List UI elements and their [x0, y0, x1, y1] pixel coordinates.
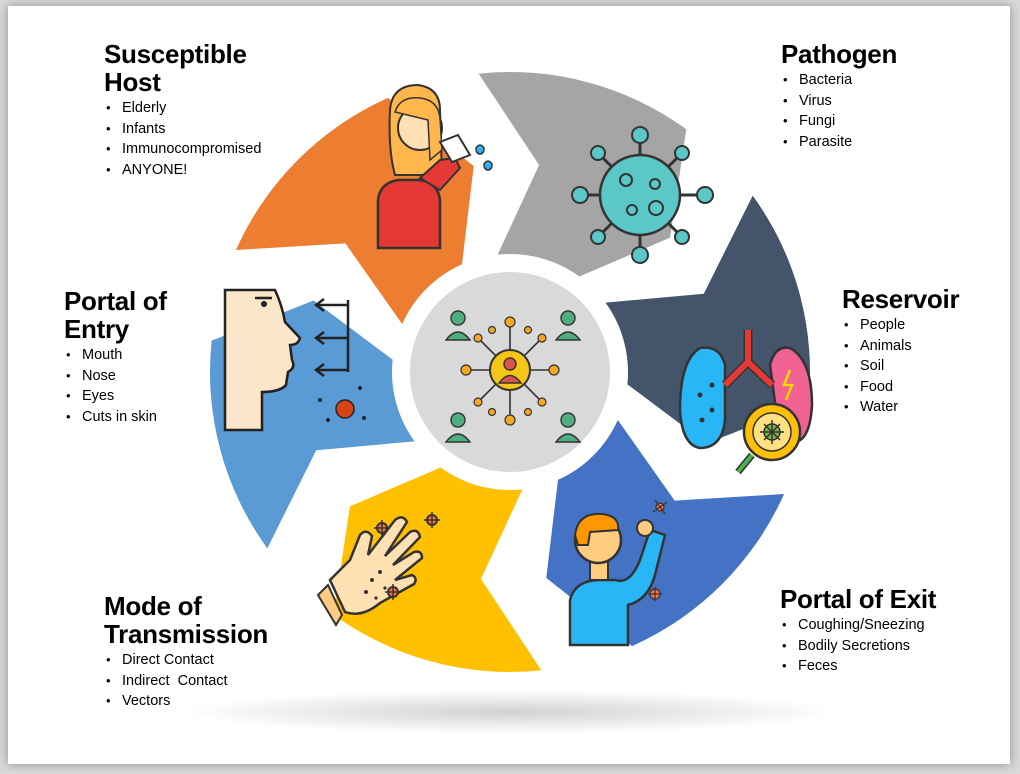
- portal-of-exit-block: Portal of Exit Coughing/Sneezing Bodily …: [780, 585, 936, 677]
- portal-of-exit-list: Coughing/Sneezing Bodily Secretions Fece…: [780, 615, 936, 677]
- reservoir-segment: [605, 195, 810, 444]
- list-item: Mouth: [64, 345, 167, 366]
- susceptible-host-title-line1: Susceptible: [104, 39, 247, 69]
- mode-of-transmission-segment: [333, 467, 542, 673]
- portal-of-entry-title: Portal of Entry: [64, 287, 167, 343]
- reservoir-list: People Animals Soil Food Water: [842, 315, 959, 418]
- list-item: Parasite: [781, 132, 897, 153]
- list-item: Virus: [781, 91, 897, 112]
- list-item: Vectors: [104, 691, 268, 712]
- list-item: Infants: [104, 119, 261, 140]
- pathogen-title: Pathogen: [781, 39, 898, 69]
- susceptible-host-block: Susceptible Host Elderly Infants Immunoc…: [104, 40, 261, 180]
- lungs-magnifier-virus-icon: [678, 330, 814, 475]
- virus-icon: [571, 126, 714, 264]
- list-item: Water: [842, 397, 959, 418]
- list-item: Bodily Secretions: [780, 636, 936, 657]
- mode-of-transmission-title-line2: Transmission: [104, 619, 269, 649]
- reservoir-block: Reservoir People Animals Soil Food Water: [842, 284, 960, 418]
- list-item: Cuts in skin: [64, 407, 167, 428]
- list-item: Animals: [842, 336, 959, 357]
- list-item: Fungi: [781, 111, 897, 132]
- list-item: Nose: [64, 366, 167, 387]
- reservoir-title: Reservoir: [842, 284, 960, 314]
- list-item: Coughing/Sneezing: [780, 615, 936, 636]
- susceptible-host-title-line2: Host: [104, 67, 161, 97]
- contaminated-hand-icon: [316, 512, 440, 627]
- list-item: People: [842, 315, 959, 336]
- mode-of-transmission-title: Mode of Transmission: [104, 592, 268, 648]
- list-item: Elderly: [104, 98, 261, 119]
- list-item: Soil: [842, 356, 959, 377]
- portal-of-entry-list: Mouth Nose Eyes Cuts in skin: [64, 345, 167, 427]
- list-item: Direct Contact: [104, 650, 268, 671]
- face-profile-entry-icon: [223, 288, 366, 432]
- floor-shadow: [180, 690, 840, 734]
- mode-of-transmission-block: Mode of Transmission Direct Contact Indi…: [104, 592, 268, 712]
- list-item: ANYONE!: [104, 160, 261, 181]
- susceptible-host-title: Susceptible Host: [104, 40, 261, 96]
- mode-of-transmission-title-line1: Mode of: [104, 591, 202, 621]
- person-coughing-icon: [568, 499, 668, 647]
- portal-of-entry-block: Portal of Entry Mouth Nose Eyes Cuts in …: [64, 287, 167, 427]
- susceptible-host-list: Elderly Infants Immunocompromised ANYONE…: [104, 98, 261, 180]
- portal-of-exit-title: Portal of Exit: [780, 584, 937, 614]
- pathogen-block: Pathogen Bacteria Virus Fungi Parasite: [781, 40, 897, 152]
- people-network-icon: [444, 310, 582, 443]
- sick-person-sneezing-icon: [376, 83, 493, 250]
- list-item: Food: [842, 377, 959, 398]
- list-item: Indirect Contact: [104, 671, 268, 692]
- list-item: Bacteria: [781, 70, 897, 91]
- list-item: Feces: [780, 656, 936, 677]
- pathogen-list: Bacteria Virus Fungi Parasite: [781, 70, 897, 152]
- portal-of-entry-title-line1: Portal of: [64, 286, 167, 316]
- mode-of-transmission-list: Direct Contact Indirect Contact Vectors: [104, 650, 268, 712]
- list-item: Eyes: [64, 386, 167, 407]
- portal-of-entry-title-line2: Entry: [64, 314, 129, 344]
- list-item: Immunocompromised: [104, 139, 261, 160]
